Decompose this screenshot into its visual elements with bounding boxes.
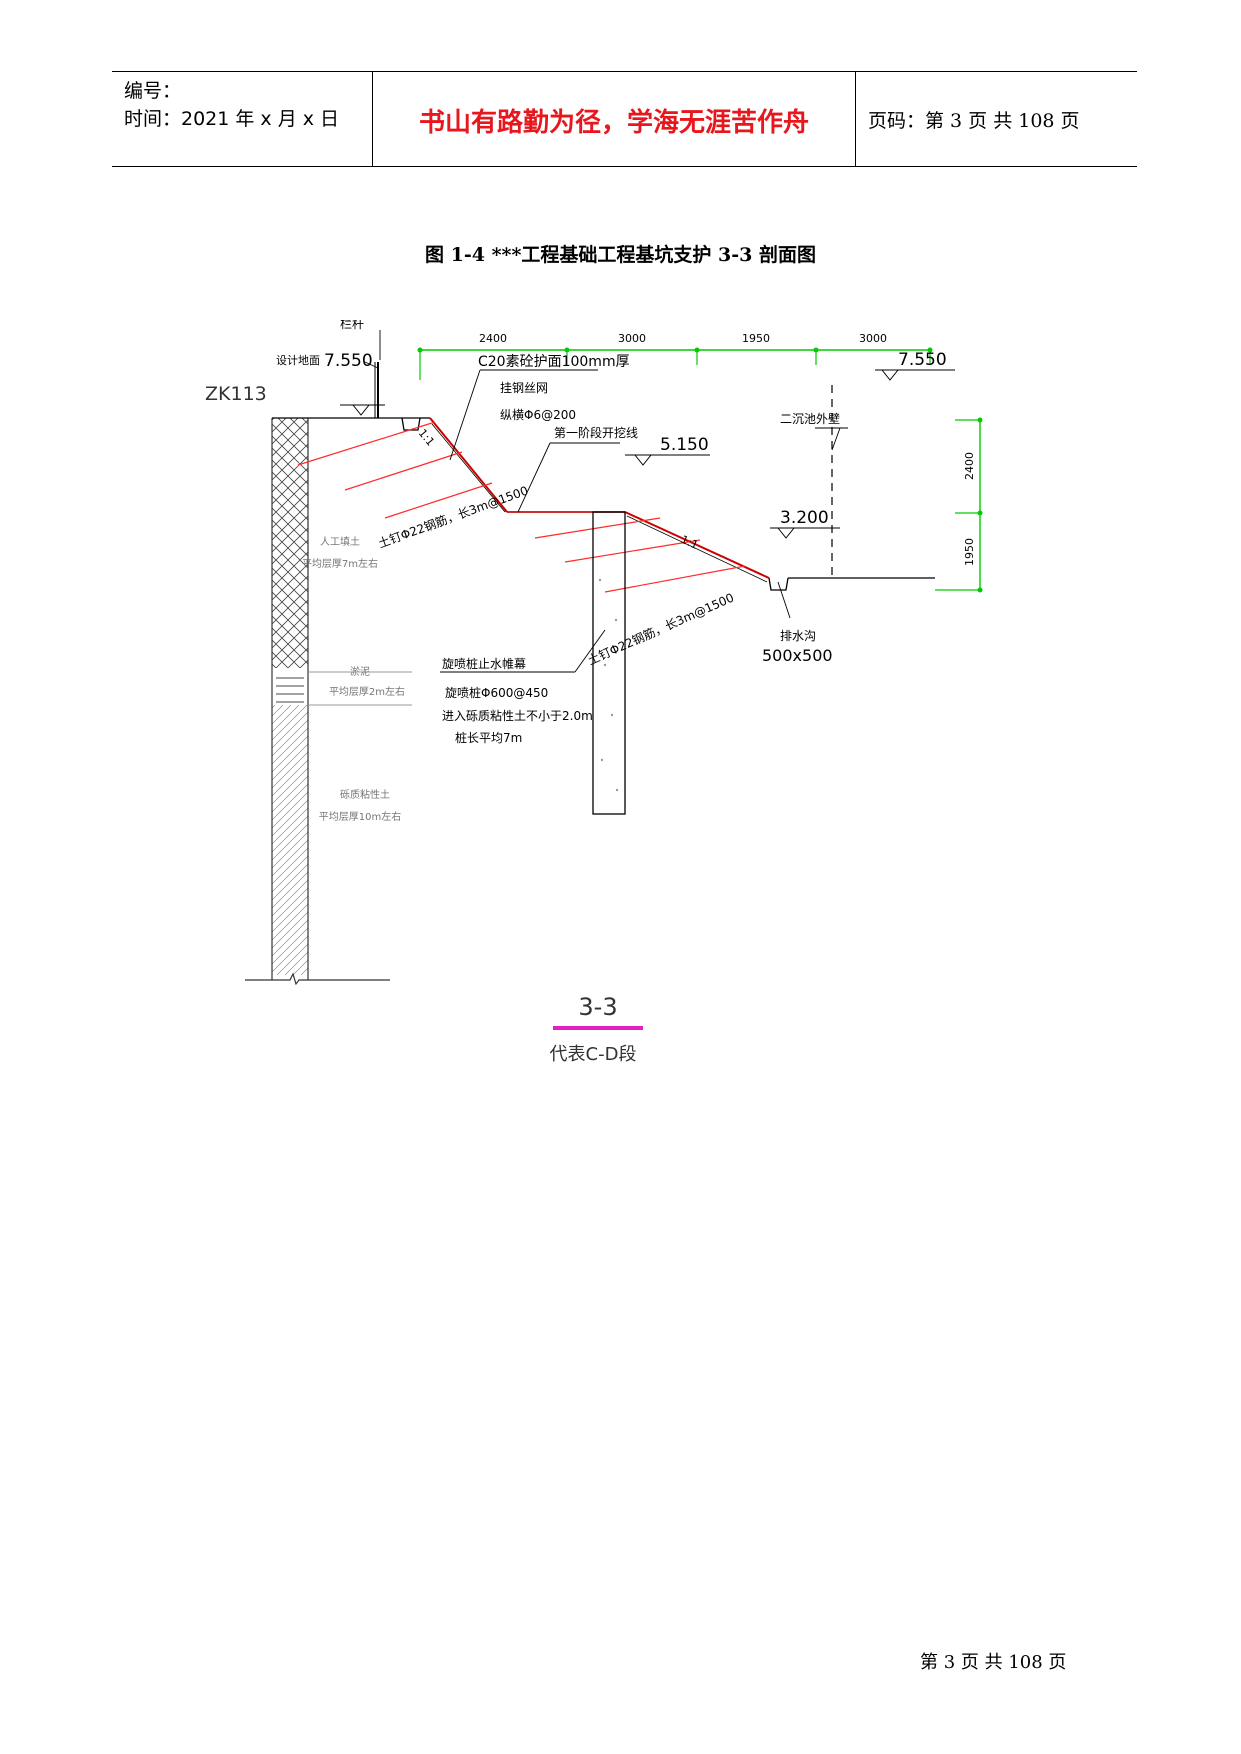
label-jet-depth: 进入砾质粘性土不小于2.0m [442,708,593,723]
label-surface-protection: C20素砼护面100mm厚 [478,354,630,370]
silt-marks [276,677,304,703]
label-steel-mesh: 挂钢丝网 [500,381,548,395]
label-jet-curtain: 旋喷桩止水帷幕 [442,656,526,671]
label-elev-top-right: 7.550 [898,350,947,370]
label-tank-wall: 二沉池外壁 [780,411,840,426]
section-mark: 3-3 [578,993,617,1021]
header-motto-cell: 书山有路勤为径，学海无涯苦作舟 [372,72,856,166]
upper-slope [429,417,508,513]
lower-slope [624,511,770,579]
elev-mark-step [625,454,710,466]
borehole-fill-lower [272,705,308,975]
label-jet-length: 桩长平均7m [455,730,522,745]
dim-3000-a: 3000 [618,332,646,345]
figure-title: 图 1-4 ***工程基础工程基坑支护 3-3 剖面图 [425,244,816,266]
label-elev-step: 5.150 [660,435,709,455]
label-drain-size: 500x500 [762,646,833,665]
label-jet-spec: 旋喷桩Φ600@450 [445,685,548,700]
header-page-cell: 页码：第 3 页 共 108 页 [856,72,1137,166]
jet-grout-pile [592,511,626,815]
top-dimension-line [417,347,933,380]
dim-right-1950: 1950 [963,538,976,566]
number-label: 编号： [124,80,182,102]
borehole-fill-upper [272,418,308,668]
section-desc: 代表C-D段 [550,1044,637,1065]
label-layer3-name: 砾质粘性土 [340,788,390,801]
header-table: 编号： 时间：2021 年 x 月 x 日 书山有路勤为径，学海无涯苦作舟 页码… [112,71,1137,167]
label-layer2-name: 淤泥 [350,665,370,678]
label-slope-upper: 1:1 [416,427,437,449]
label-soil-nail-upper: 土钉Φ22钢筋，长3m@1500 [376,482,530,550]
elev-mark-bottom [770,527,840,539]
label-elev-bottom: 3.200 [780,508,829,528]
dim-2400: 2400 [479,332,507,345]
right-dimension-line [935,417,983,593]
dim-right-2400: 2400 [963,452,976,480]
label-soil-nail-lower: 土钉Φ22钢筋，长3m@1500 [585,590,736,668]
label-design-ground: 设计地面 [276,354,320,367]
label-layer2-thk: 平均层厚2m左右 [329,685,405,698]
label-drain: 排水沟 [780,629,816,643]
dim-3000-b: 3000 [859,332,887,345]
header-meta-cell: 编号： 时间：2021 年 x 月 x 日 [112,72,372,166]
page-footer: 第 3 页 共 108 页 [920,1652,1067,1673]
soil-nails-lower [534,517,746,593]
elev-mark-top-right [875,369,955,381]
elev-mark-top-left [340,404,385,416]
motto: 书山有路勤为径，学海无涯苦作舟 [418,108,809,138]
label-layer1-name: 人工填土 [320,535,360,548]
label-excavation-line: 第一阶段开挖线 [554,425,638,440]
label-mesh-spec: 纵横Φ6@200 [500,408,576,422]
label-borehole: ZK113 [205,383,267,405]
label-layer1-thk: 平均层厚7m左右 [302,557,378,570]
time-label: 时间：2021 年 x 月 x 日 [124,108,340,130]
section-drawing: 2400 3000 1950 3000 2400 1950 [205,320,983,1065]
label-elev-top-left: 7.550 [324,351,373,371]
label-layer3-thk: 平均层厚10m左右 [319,810,401,823]
label-railing: 栏杆 [340,320,364,331]
soil-nails-upper [297,421,493,519]
dim-1950: 1950 [742,332,770,345]
page-info: 页码：第 3 页 共 108 页 [868,110,1080,132]
